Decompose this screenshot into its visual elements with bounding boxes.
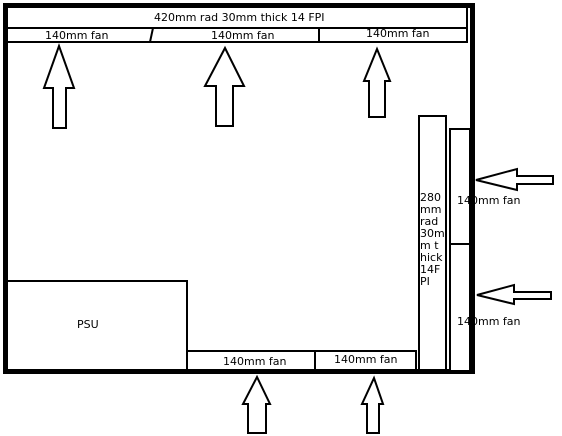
airflow-arrow-left [476,283,552,306]
side-radiator [418,115,447,371]
side-fan-label: 140mm fan [457,194,521,207]
top-fan-label: 140mm fan [45,29,109,42]
side-fan-label: 140mm fan [457,315,521,328]
airflow-arrow-up [241,374,272,434]
bottom-fan-label: 140mm fan [223,355,287,368]
psu [6,280,188,371]
airflow-arrow-up [203,45,246,127]
bottom-fan-label: 140mm fan [334,353,398,366]
airflow-arrow-up [362,46,392,118]
airflow-arrow-left [475,167,554,192]
airflow-arrow-up [360,375,385,434]
side-radiator-label: 280 mm rad 30m m t hick 14F PI [420,191,445,288]
top-fan-label: 140mm fan [211,29,275,42]
top-radiator-label: 420mm rad 30mm thick 14 FPI [154,11,325,24]
side-fan-strip [449,128,471,372]
airflow-arrow-up [42,43,76,129]
bottom-fan-strip [186,350,417,371]
case-outline [3,3,475,374]
top-fan-strip [6,27,468,43]
psu-label: PSU [77,318,99,331]
top-fan-divider [149,27,154,43]
top-fan-label: 140mm fan [366,27,430,40]
